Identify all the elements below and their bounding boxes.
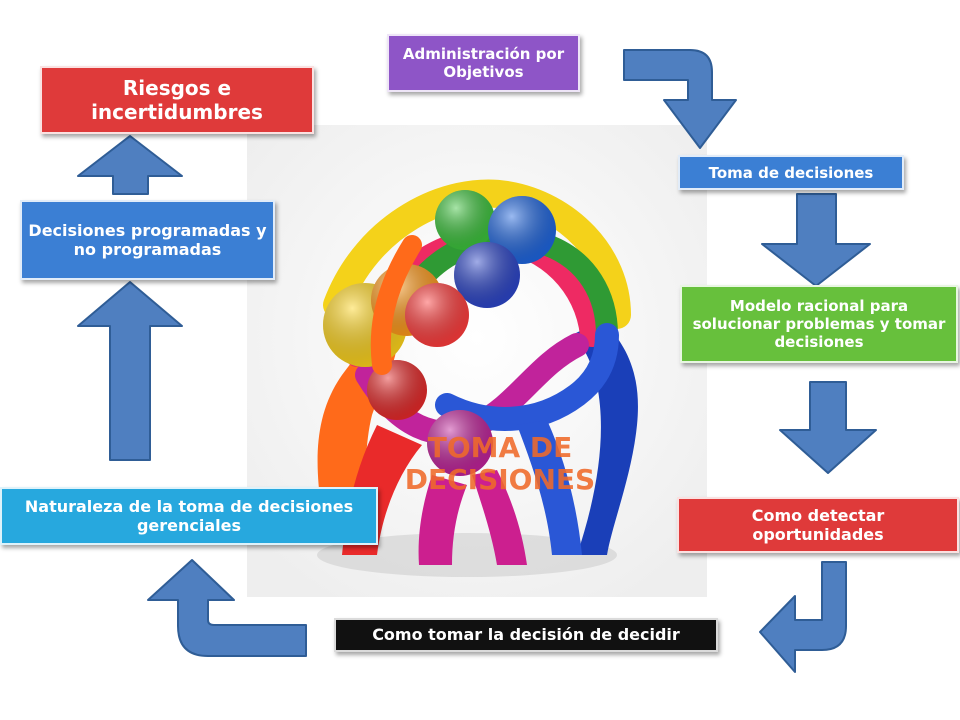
box-modelo-label: Modelo racional para solucionar problema… — [692, 297, 946, 351]
box-programadas: Decisiones programadas y no programadas — [20, 200, 275, 280]
box-modelo: Modelo racional para solucionar problema… — [680, 285, 958, 363]
box-tomar-label: Como tomar la decisión de decidir — [372, 625, 680, 645]
blue-figure — [517, 420, 582, 555]
curved-arrow-bottom-right-icon — [759, 561, 847, 673]
box-administracion-label: Administración por Objetivos — [402, 45, 565, 81]
box-riesgos: Riesgos e incertidumbres — [40, 66, 314, 134]
box-toma: Toma de decisiones — [678, 155, 904, 190]
box-naturaleza-label: Naturaleza de la toma de decisiones gere… — [24, 496, 354, 535]
box-tomar: Como tomar la decisión de decidir — [334, 618, 718, 652]
down-arrow-2-icon — [779, 381, 877, 474]
down-arrow-1-icon — [761, 193, 871, 287]
up-arrow-2-icon — [77, 135, 183, 195]
up-arrow-1-icon — [77, 281, 183, 461]
center-title-line2: DECISIONES — [404, 463, 596, 497]
center-illustration — [247, 125, 707, 597]
curved-arrow-bottom-left-icon — [147, 559, 307, 657]
box-naturaleza: Naturaleza de la toma de decisiones gere… — [0, 487, 378, 545]
curved-arrow-top-right-icon — [623, 49, 737, 149]
box-programadas-label: Decisiones programadas y no programadas — [28, 220, 267, 259]
center-title-line1: TOMA DE — [427, 431, 573, 464]
box-administracion: Administración por Objetivos — [387, 34, 580, 92]
navy-figure — [572, 320, 638, 555]
box-riesgos-label: Riesgos e incertidumbres — [91, 76, 263, 124]
box-toma-label: Toma de decisiones — [708, 163, 874, 182]
center-title: TOMA DE DECISIONES — [380, 431, 620, 497]
box-detectar-label: Como detectar oportunidades — [751, 505, 885, 544]
box-detectar: Como detectar oportunidades — [677, 497, 959, 553]
